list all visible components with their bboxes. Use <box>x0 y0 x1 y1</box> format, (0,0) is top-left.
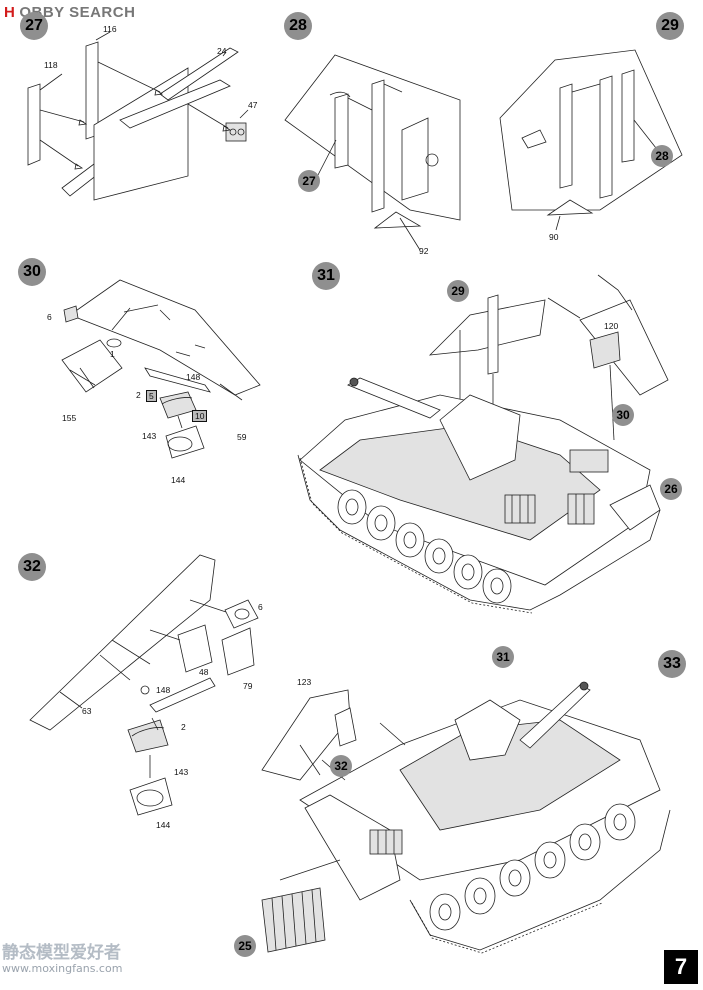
step-27-drawing <box>27 31 249 201</box>
part-number-label: 143 <box>142 431 157 441</box>
part-number-label: 148 <box>186 372 201 382</box>
part-number-label: 118 <box>44 60 58 70</box>
part-number-label: 144 <box>171 475 186 485</box>
step-33-badge: 33 <box>658 650 686 678</box>
ref-27-callout: 27 <box>298 170 320 192</box>
part-number-label: 1 <box>110 349 115 359</box>
step-31-badge: 31 <box>312 262 340 290</box>
part-number-label: 6 <box>258 602 263 612</box>
part-number-label: 47 <box>248 100 258 110</box>
step-28-badge: 28 <box>284 12 312 40</box>
part-number-label: 144 <box>156 820 171 830</box>
part-number-label: 59 <box>237 432 247 442</box>
part-number-label: 120 <box>604 321 619 331</box>
part-number-label: 24 <box>217 46 227 56</box>
ref-28-callout: 28 <box>651 145 673 167</box>
step-30-drawing <box>61 279 261 459</box>
part-number-label: 155 <box>62 413 77 423</box>
ref-26-callout: 26 <box>660 478 682 500</box>
ref-29-callout: 29 <box>447 280 469 302</box>
watermark-title: 静态模型爱好者 <box>2 943 121 963</box>
part-number-label: 79 <box>243 681 253 691</box>
step-27-badge: 27 <box>20 12 48 40</box>
part-number-label: 92 <box>419 246 429 256</box>
ref-30-callout: 30 <box>612 404 634 426</box>
part-number-label: 2 <box>181 722 186 732</box>
part-number-label: 48 <box>199 667 209 677</box>
step-28-drawing <box>284 54 461 251</box>
step-29-badge: 29 <box>656 12 684 40</box>
part-number-label: 10 <box>192 410 208 422</box>
step-32-drawing <box>29 554 259 816</box>
ref-25-callout: 25 <box>234 935 256 957</box>
part-number-label: 116 <box>103 24 117 34</box>
part-number-label: 143 <box>174 767 189 777</box>
step-31-drawing <box>297 274 669 614</box>
step-32-badge: 32 <box>18 553 46 581</box>
logo-text: OBBY SEARCH <box>19 4 136 21</box>
part-number-label: 123 <box>297 677 312 687</box>
site-watermark: 静态模型爱好者 www.moxingfans.com <box>2 944 122 975</box>
ref-32-callout: 32 <box>330 755 352 777</box>
step-33-drawing <box>261 681 671 954</box>
watermark-url: www.moxingfans.com <box>2 962 123 975</box>
part-number-label: 148 <box>156 685 171 695</box>
ref-31-callout: 31 <box>492 646 514 668</box>
part-number-label: 6 <box>47 312 52 322</box>
part-number-label: 5 <box>146 390 157 402</box>
step-30-badge: 30 <box>18 258 46 286</box>
page-number: 7 <box>664 950 698 984</box>
step-29-drawing <box>499 49 683 231</box>
part-number-label: 63 <box>82 706 92 716</box>
part-number-label: 90 <box>549 232 559 242</box>
logo-mark: H <box>4 4 16 21</box>
part-number-label: 2 <box>136 390 141 400</box>
